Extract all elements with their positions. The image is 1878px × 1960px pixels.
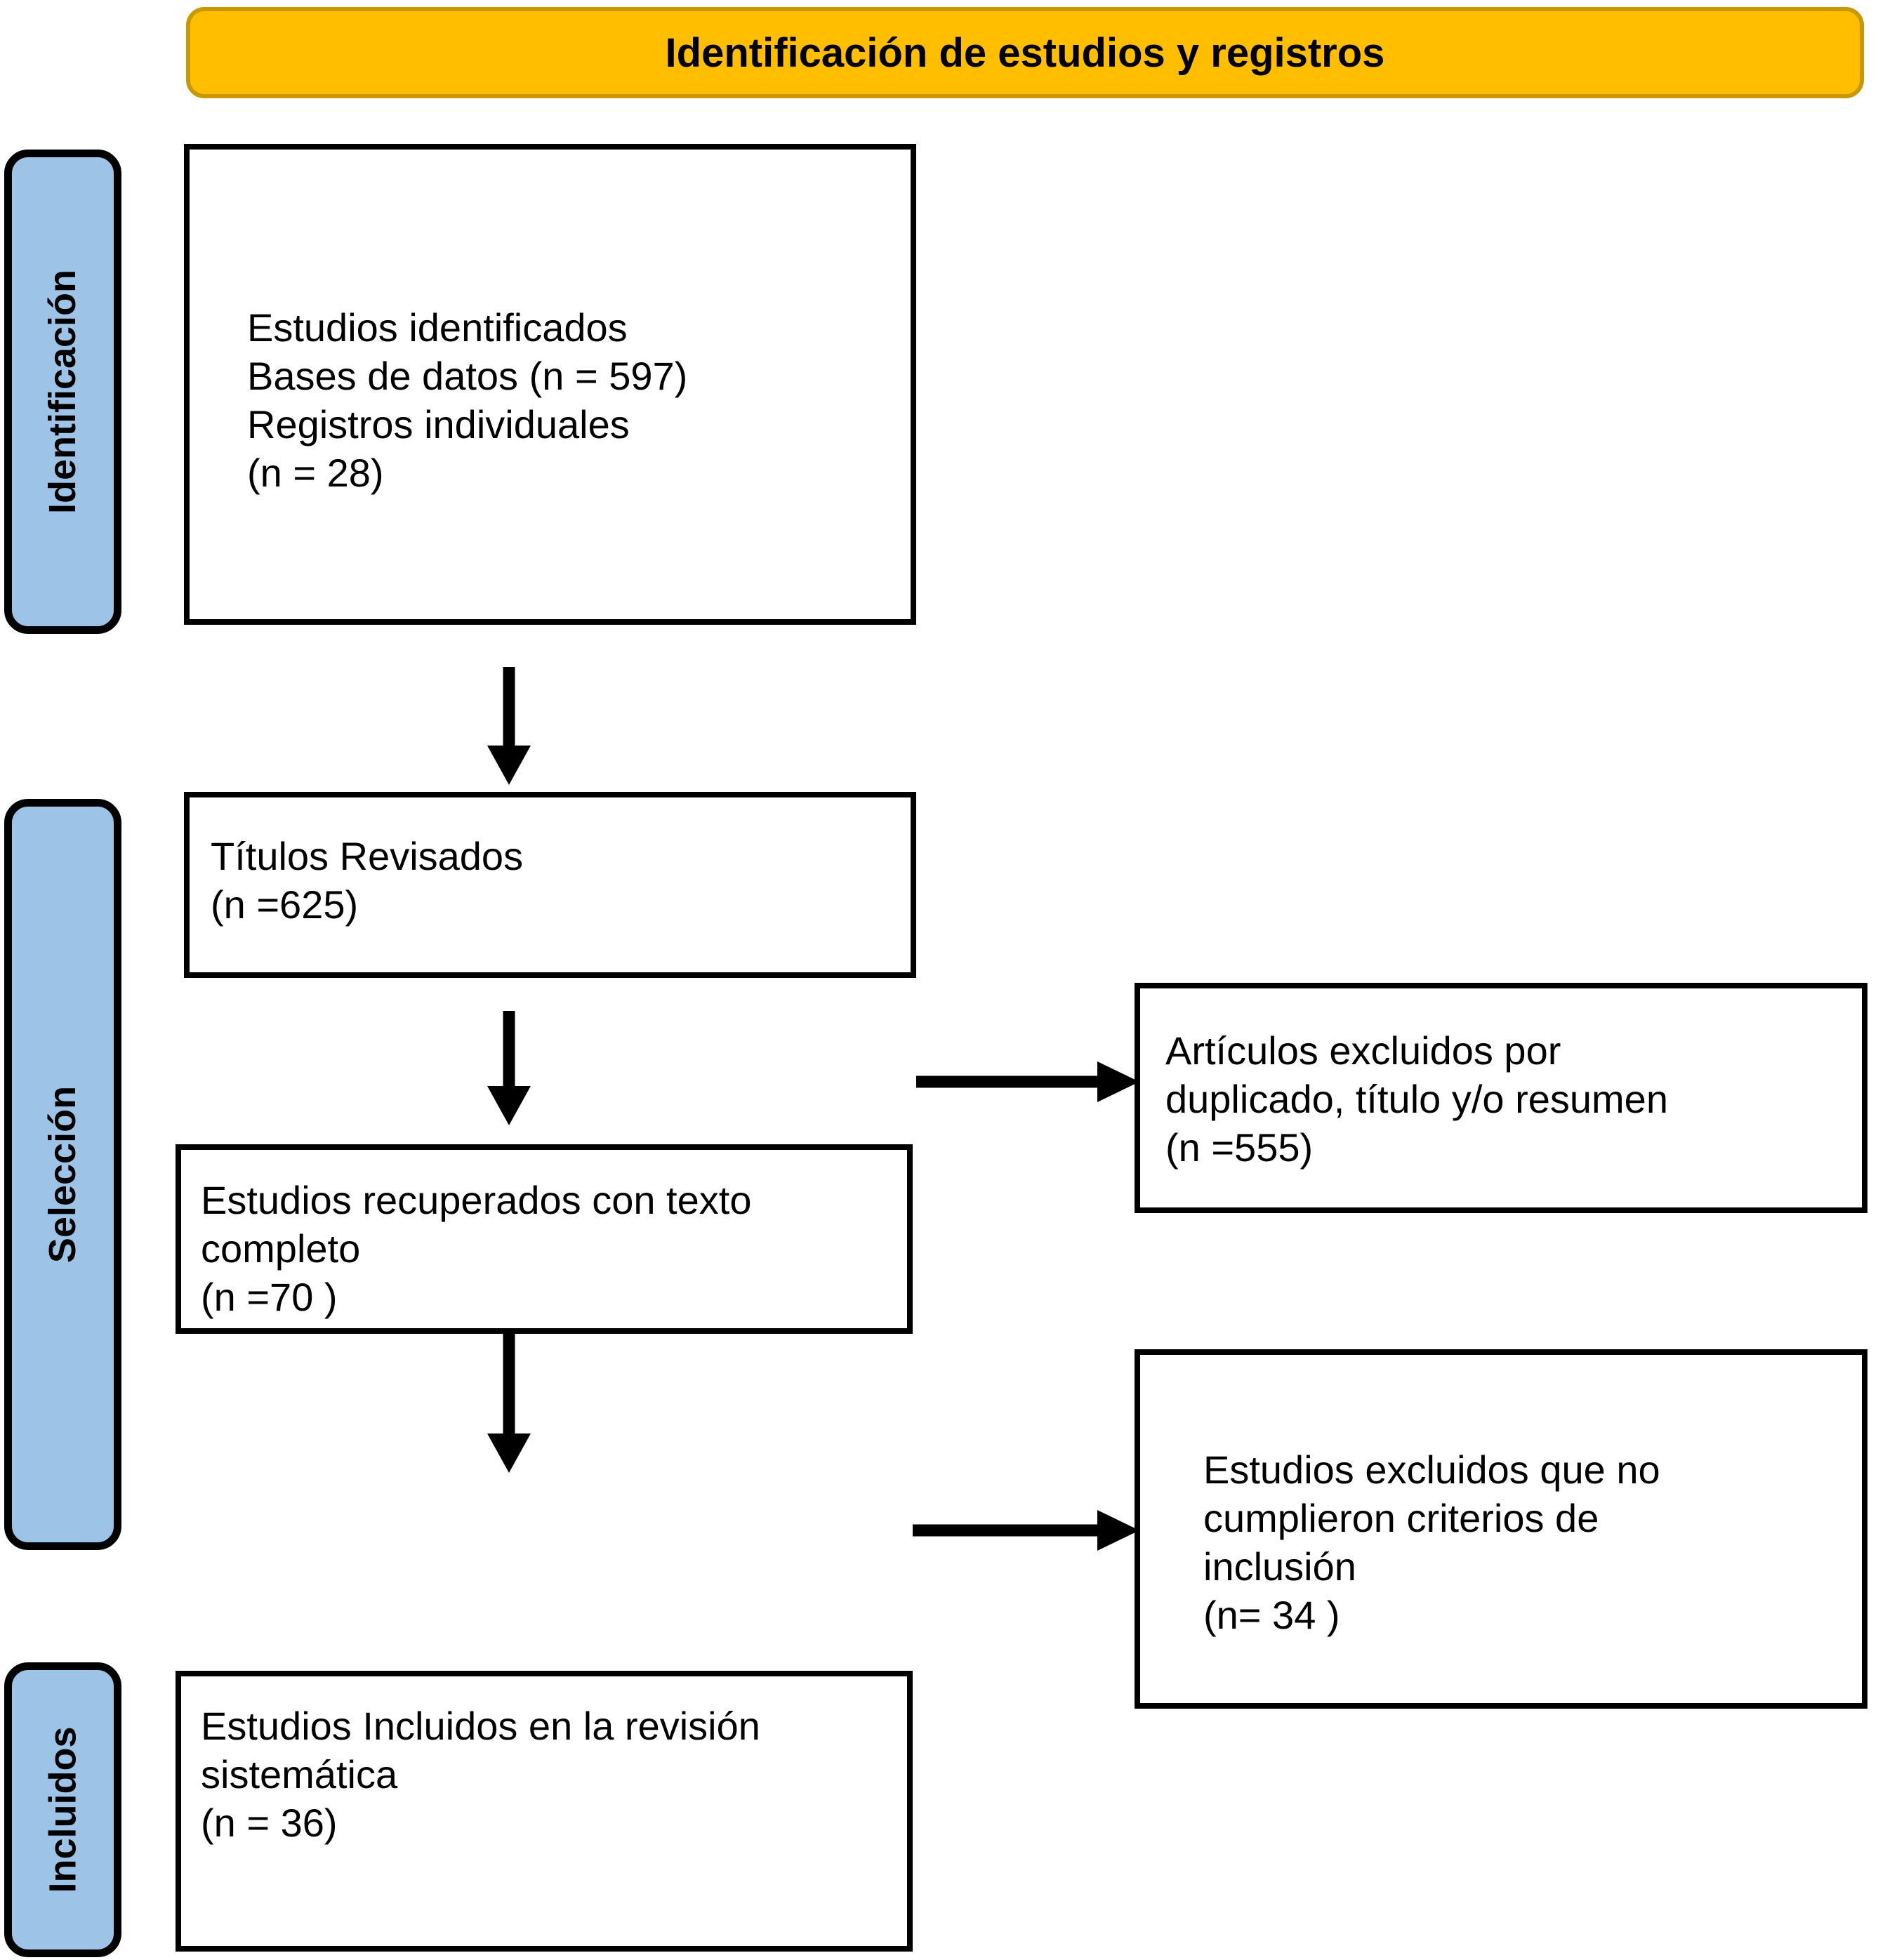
box-excluded-duplicates-text: Artículos excluidos por duplicado, títul… <box>1165 1028 1668 1170</box>
box-excluded-duplicates: Artículos excluidos por duplicado, títul… <box>1135 983 1867 1213</box>
box-full-text-retrieved: Estudios recuperados con texto completo … <box>176 1144 913 1334</box>
arrow-titles-to-excluded-duplicates <box>916 1057 1141 1106</box>
arrow-titles-to-retrieved <box>484 1011 534 1127</box>
diagram-title-banner: Identificación de estudios y registros <box>186 7 1864 98</box>
arrow-retrieved-to-excluded-criteria <box>913 1506 1141 1555</box>
stage-label-incluidos: Incluidos <box>4 1662 121 1957</box>
box-studies-identified-text: Estudios identificados Bases de datos (n… <box>247 305 688 495</box>
box-excluded-criteria: Estudios excluidos que no cumplieron cri… <box>1135 1349 1867 1709</box>
box-full-text-retrieved-text: Estudios recuperados con texto completo … <box>201 1178 752 1319</box>
stage-label-seleccion: Selección <box>4 799 121 1550</box>
stage-label-seleccion-text: Selección <box>41 1085 84 1264</box>
box-excluded-criteria-text: Estudios excluidos que no cumplieron cri… <box>1203 1448 1660 1637</box>
diagram-title-text: Identificación de estudios y registros <box>665 29 1385 76</box>
arrow-retrieved-to-included <box>484 1334 534 1474</box>
stage-label-incluidos-text: Incluidos <box>41 1726 84 1893</box>
box-studies-included-text: Estudios Incluidos en la revisión sistem… <box>201 1704 760 1845</box>
box-studies-included: Estudios Incluidos en la revisión sistem… <box>176 1671 913 1952</box>
box-studies-identified: Estudios identificados Bases de datos (n… <box>184 144 916 625</box>
arrow-identified-to-titles <box>484 667 534 786</box>
box-titles-screened-text: Títulos Revisados (n =625) <box>211 834 524 927</box>
box-titles-screened: Títulos Revisados (n =625) <box>184 792 916 978</box>
stage-label-identificacion: Identificación <box>4 150 121 634</box>
stage-label-identificacion-text: Identificación <box>41 269 84 515</box>
